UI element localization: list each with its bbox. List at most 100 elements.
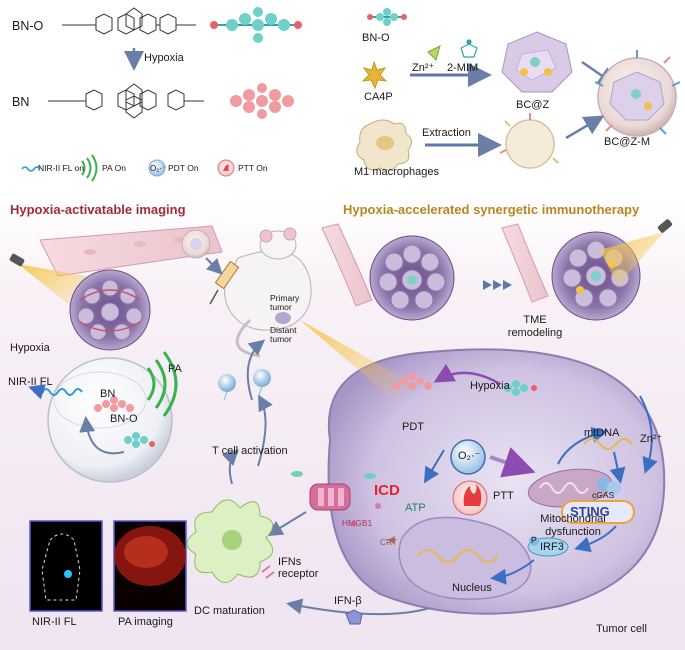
ifnb-arrow	[286, 598, 431, 616]
nir-arrow	[28, 384, 46, 400]
tme-arrows	[483, 280, 512, 290]
nir-image-label: NIR-II FL	[32, 616, 77, 628]
damp-molecules	[291, 471, 395, 544]
laser-probe-left	[9, 253, 25, 267]
legend-pdt-glyph: O₂·⁻	[150, 164, 167, 173]
mtdna-arrow	[557, 426, 608, 465]
nir-label: NIR-II FL	[8, 376, 53, 388]
sting-box	[561, 500, 635, 524]
tcell-arrow	[257, 394, 273, 467]
ros-arrow	[489, 447, 536, 478]
o2-label: O₂·⁻	[458, 450, 481, 462]
icd-label: ICD	[374, 482, 400, 499]
pdt-label: PDT	[402, 421, 424, 433]
ptt-flame	[452, 480, 488, 516]
imaging-hypoxia-label: Hypoxia	[10, 342, 50, 354]
mtdna-strand	[583, 438, 633, 450]
mito-label: Mitochondrial dysfunction	[540, 513, 606, 539]
therapy-heading: Hypoxia-accelerated synergetic immunothe…	[343, 202, 640, 217]
hypoxia-arrow-label: Hypoxia	[144, 52, 184, 64]
m1-label: M1 macrophages	[354, 166, 439, 178]
bn-o-small-model	[367, 8, 407, 26]
nucleus-arrow	[490, 559, 535, 585]
legend-nir-label: NIR-II FL on	[38, 163, 84, 173]
nucleus-label: Nucleus	[452, 582, 492, 594]
dc-to-tcell-arrow	[221, 449, 239, 485]
primary-tumor-label: Primary tumor	[270, 293, 300, 313]
bcz-label: BC@Z	[516, 99, 550, 111]
cgas-enzyme	[597, 477, 621, 495]
atp-label: ATP	[405, 502, 426, 514]
blood-vessel-right-1	[321, 223, 373, 307]
mim-icon	[460, 39, 478, 58]
crt-label: CRT	[380, 537, 398, 547]
ifn-receptor-label: IFNs receptor	[278, 556, 319, 581]
tumor-left	[69, 269, 151, 351]
irf3-label: IRF3	[540, 541, 564, 553]
bczm-label: BC@Z-M	[604, 136, 650, 148]
laser-beam-right	[600, 232, 664, 286]
m1-macrophage	[356, 119, 412, 171]
injected-particle	[181, 229, 211, 259]
ifn-receptor	[261, 565, 275, 579]
laser-probe-right	[657, 219, 673, 233]
bn-3d-model	[230, 83, 294, 119]
cell-hypoxia-arrow	[433, 363, 501, 386]
legend-pdt-label: PDT On	[168, 163, 199, 173]
pdt-icon	[148, 159, 166, 177]
sting-label: STING	[570, 504, 610, 519]
membrane-channel	[309, 483, 351, 511]
imaging-bn-label: BN	[100, 388, 116, 400]
hypoxia-beam	[300, 320, 410, 402]
tumor-before	[369, 235, 455, 321]
bn-label: BN	[12, 95, 30, 109]
cgas-arrow	[609, 451, 626, 484]
cgas-label: cGAS	[592, 490, 615, 500]
nir-ii-fl-icon	[21, 166, 41, 172]
dc-label: DC maturation	[194, 605, 265, 617]
component-bno-label: BN-O	[362, 32, 390, 44]
ifn-beta-icon	[345, 609, 363, 625]
hmgb1-label: HMGB1	[342, 518, 373, 528]
ptt-label: PTT	[493, 490, 514, 502]
syringe	[209, 260, 240, 305]
ca4p-icon	[361, 60, 388, 90]
damp-arrow	[266, 511, 307, 537]
zn-icon	[427, 45, 441, 61]
nir-ii-image	[29, 520, 103, 612]
extraction-label: Extraction	[422, 127, 471, 139]
bn-o-3d-model	[210, 7, 302, 43]
bno-molecule-small	[124, 432, 155, 448]
nucleus-dna	[417, 549, 499, 563]
legend-ptt-label: PTT On	[238, 163, 268, 173]
bn-molecule-cell	[392, 372, 432, 390]
activation-arrow	[79, 416, 125, 455]
nir-ii-wave	[41, 388, 83, 396]
p-label: P	[531, 535, 537, 545]
t-cells	[218, 369, 271, 401]
mim-label: 2-MIM	[447, 62, 479, 74]
bn-o-label: BN-O	[12, 19, 44, 33]
tcell-to-tumor-arrow	[246, 339, 266, 401]
therapy-zn-label: Zn²⁺	[640, 433, 663, 445]
bcz-particle	[501, 31, 573, 93]
dendritic-cell	[186, 499, 274, 583]
o2-radical	[450, 439, 486, 475]
bn-o-structure	[62, 7, 196, 35]
imaging-heading: Hypoxia-activatable imaging	[10, 202, 186, 217]
pa-icon	[81, 154, 98, 182]
pdt-arrow	[423, 449, 445, 484]
therapy-hypoxia-label: Hypoxia	[470, 380, 510, 392]
membrane-coat-arrow	[565, 115, 605, 140]
ifnb-label: IFN-β	[334, 595, 362, 607]
component-ca4p-label: CA4P	[364, 91, 393, 103]
zn-label: Zn²⁺	[412, 62, 435, 74]
injection-arrow	[205, 257, 223, 275]
pa-label: PA	[168, 363, 182, 375]
tme-label: TME remodeling	[507, 314, 563, 340]
zn-arrow	[639, 395, 658, 474]
irf3-arrow	[574, 525, 617, 553]
pa-image-label: PA imaging	[118, 616, 173, 628]
